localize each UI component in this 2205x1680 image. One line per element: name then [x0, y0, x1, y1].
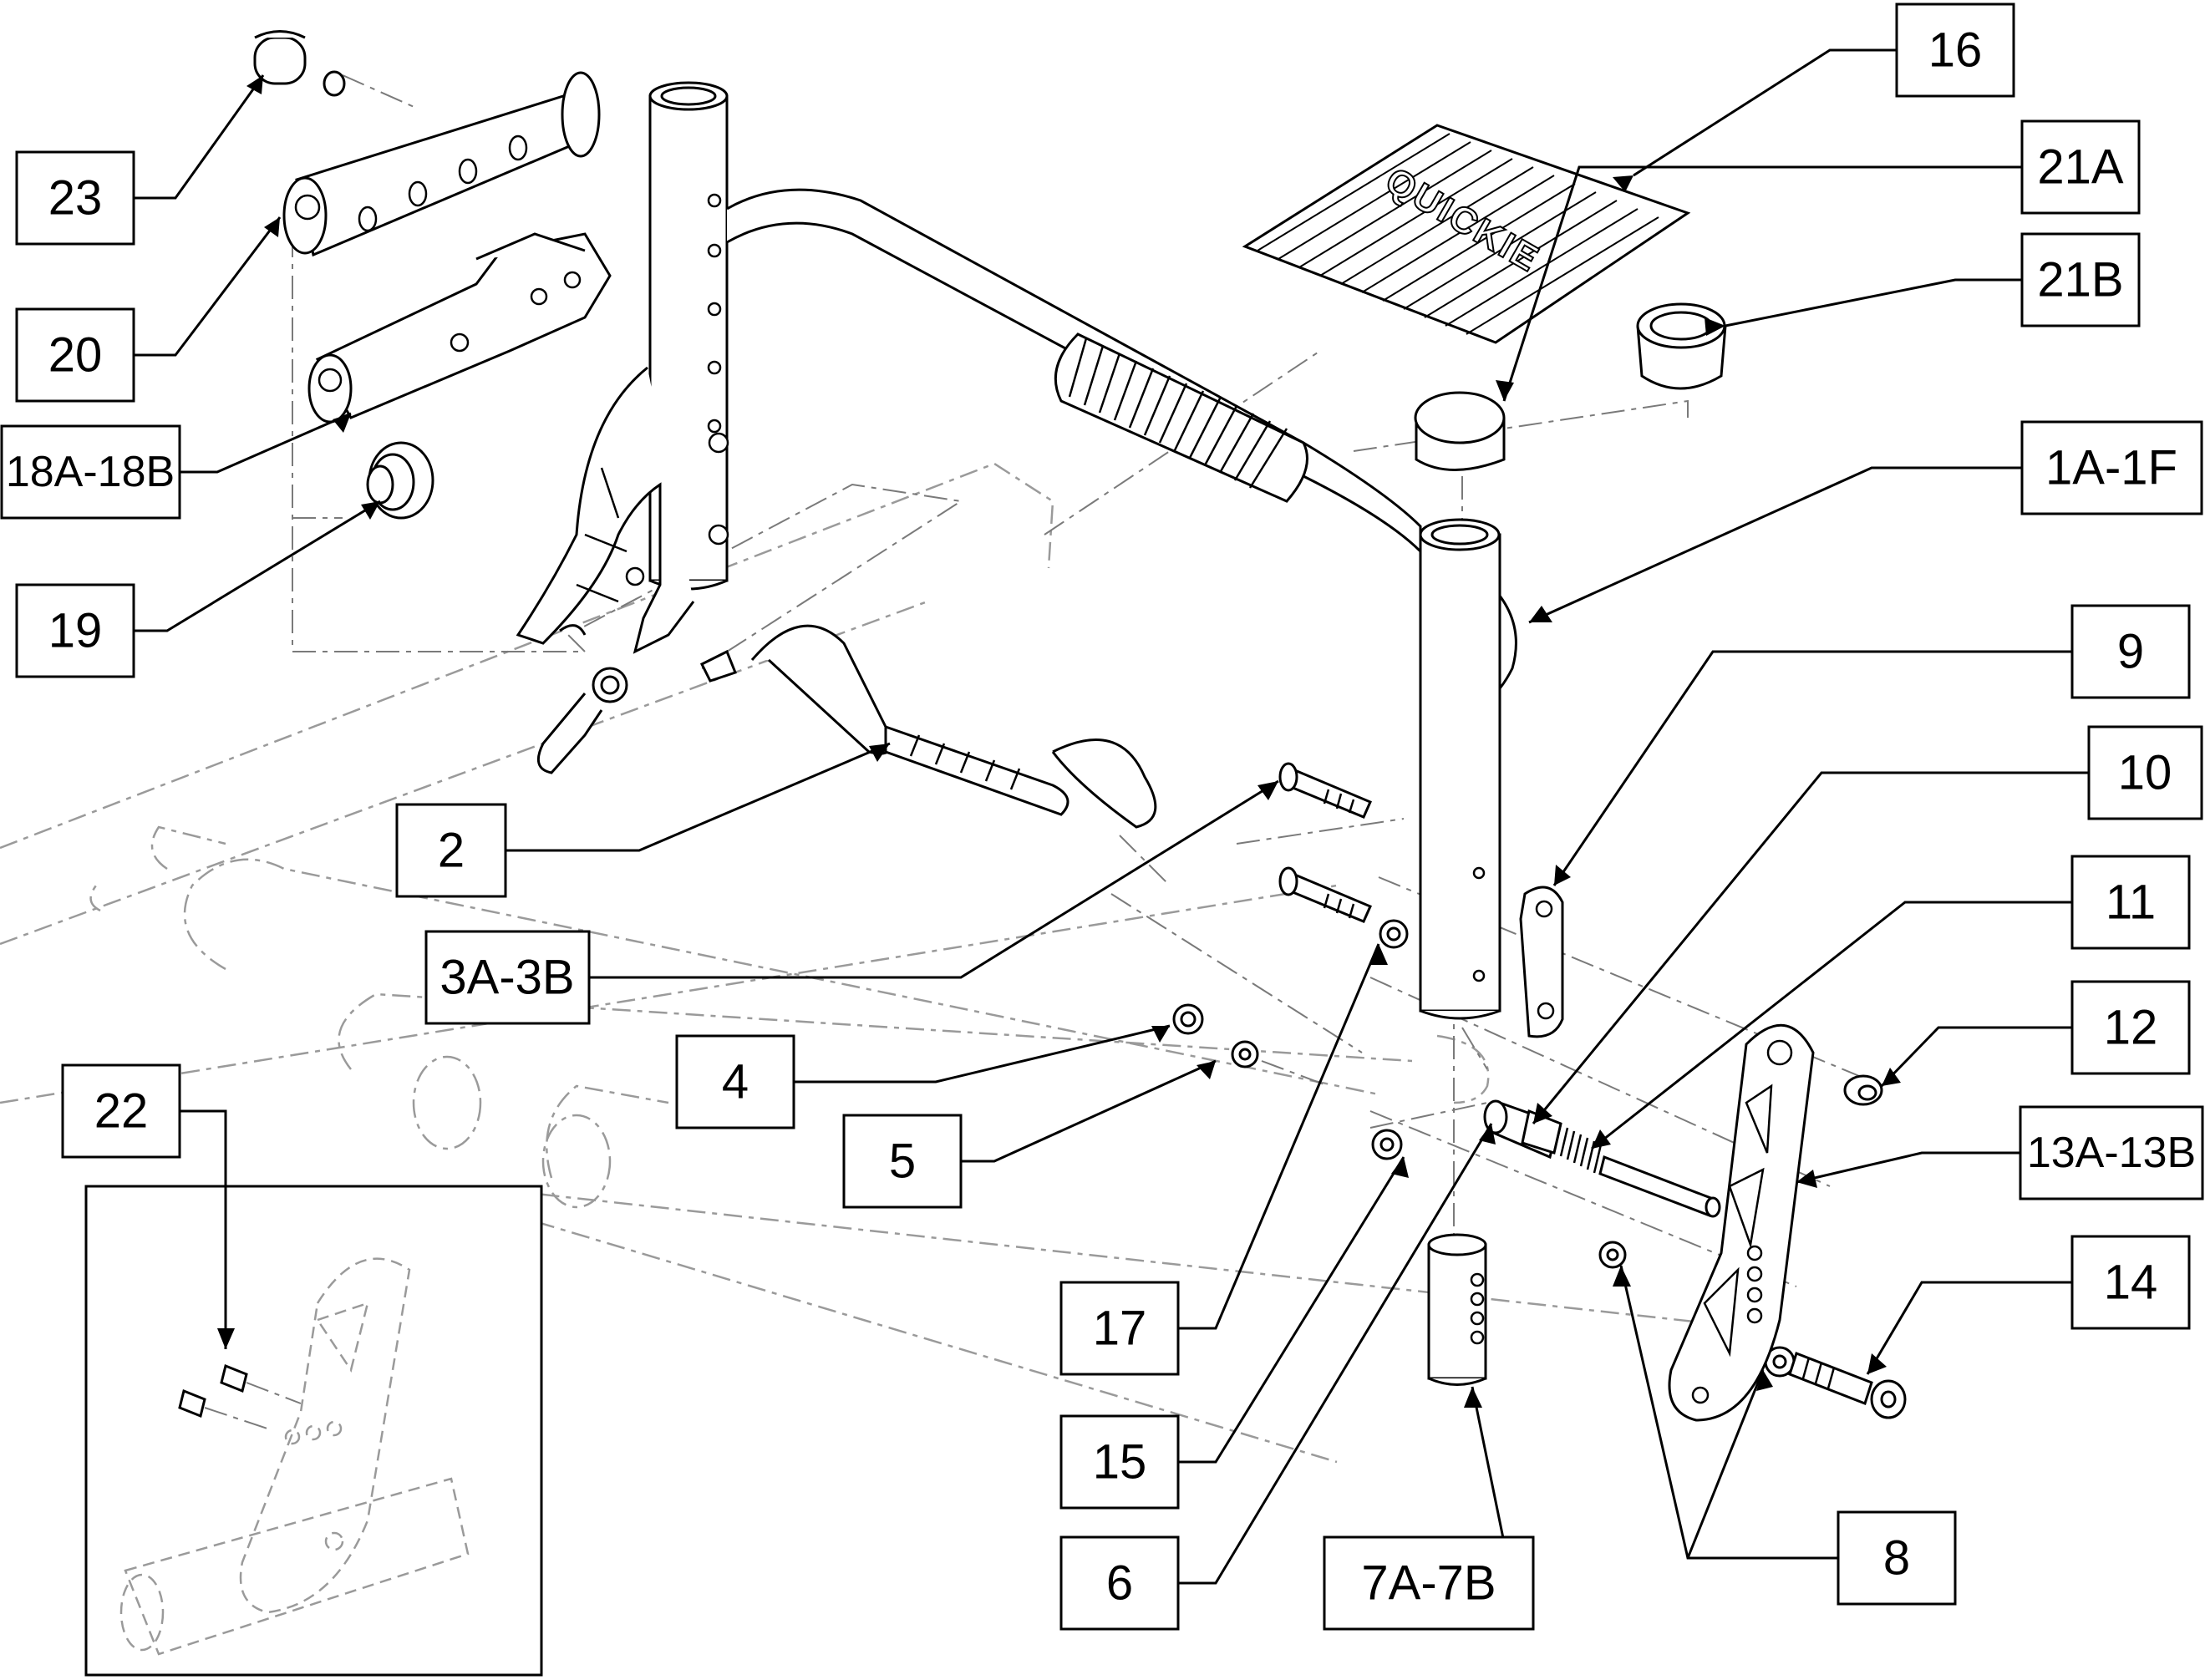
link-plate-9	[1519, 886, 1564, 1038]
bracket-13	[1668, 1023, 1815, 1422]
callout-9: 9	[2070, 604, 2191, 699]
spring-coils	[1552, 1124, 1603, 1174]
callout-17-label: 17	[1093, 1302, 1147, 1356]
callout-10: 10	[2087, 725, 2203, 820]
arrowheads	[217, 75, 1901, 1408]
callout-19: 19	[15, 583, 135, 678]
callout-23: 23	[15, 150, 135, 246]
insert-21b	[1636, 302, 1727, 390]
callout-21b: 21B	[2020, 232, 2141, 327]
callout-1a-1f: 1A-1F	[2020, 420, 2203, 515]
screws-3-17	[1278, 762, 1409, 949]
callout-9-label: 9	[2117, 625, 2144, 679]
sleeve-7	[1427, 1233, 1487, 1386]
grip-ridges	[1068, 338, 1288, 489]
callout-3a-3b: 3A-3B	[424, 930, 591, 1025]
inset-ghost-bracket	[119, 1257, 470, 1656]
callout-4-label: 4	[722, 1055, 749, 1109]
callout-17: 17	[1059, 1281, 1180, 1376]
callout-6-label: 6	[1106, 1556, 1133, 1611]
callout-5: 5	[842, 1114, 963, 1209]
callout-14-label: 14	[2104, 1256, 2158, 1310]
callout-4: 4	[675, 1034, 795, 1129]
bolt-14	[1788, 1352, 1907, 1419]
hex-nut-left	[536, 667, 628, 774]
inset-22	[84, 1185, 543, 1677]
pin-23	[253, 30, 346, 97]
callout-23-label: 23	[48, 171, 103, 226]
callout-15: 15	[1059, 1414, 1180, 1510]
callout-22: 22	[61, 1063, 181, 1159]
left-hanger-bracket	[516, 366, 695, 654]
callout-19-label: 19	[48, 604, 103, 658]
callout-8-label: 8	[1883, 1531, 1910, 1586]
callout-12-label: 12	[2104, 1001, 2158, 1055]
callout-3a-3b-label: 3A-3B	[439, 951, 574, 1005]
callout-13a-13b-label: 13A-13B	[2027, 1129, 2196, 1177]
adapter-18	[307, 232, 612, 424]
callout-20: 20	[15, 307, 135, 403]
callout-12: 12	[2070, 980, 2191, 1075]
leader-lines	[134, 48, 2089, 1585]
callout-18a-18b-label: 18A-18B	[6, 448, 175, 496]
sleeve-20	[282, 71, 601, 257]
callout-18a-18b: 18A-18B	[0, 424, 181, 520]
callout-1a-1f-label: 1A-1F	[2045, 441, 2177, 495]
bushing-19	[366, 441, 434, 520]
callout-7a-7b: 7A-7B	[1323, 1535, 1535, 1631]
callout-6: 6	[1059, 1535, 1180, 1631]
callout-21a: 21A	[2020, 119, 2141, 215]
callout-11: 11	[2070, 855, 2191, 950]
callout-14: 14	[2070, 1235, 2191, 1330]
callout-21a-label: 21A	[2037, 140, 2124, 195]
callout-8: 8	[1837, 1510, 1957, 1606]
callout-13a-13b: 13A-13B	[2019, 1105, 2204, 1200]
callout-10-label: 10	[2118, 746, 2172, 800]
callout-22-label: 22	[94, 1084, 149, 1139]
callout-20-label: 20	[48, 328, 103, 383]
right-footrest-tube	[1419, 518, 1501, 1020]
callout-15-label: 15	[1093, 1435, 1147, 1490]
callout-5-label: 5	[889, 1134, 916, 1189]
footplate-tread: QUICKIE	[1242, 124, 1691, 344]
heel-strap-2	[699, 624, 1157, 829]
callout-7a-7b-label: 7A-7B	[1361, 1556, 1496, 1611]
nut-4-washer-5	[1172, 1003, 1259, 1068]
plunger-spring-pin	[1483, 1099, 1721, 1218]
callout-16-label: 16	[1928, 23, 1983, 78]
callout-21b-label: 21B	[2037, 253, 2123, 307]
cap-12	[1843, 1074, 1883, 1106]
callout-2-label: 2	[438, 824, 465, 878]
callout-11-label: 11	[2106, 876, 2156, 930]
callout-16: 16	[1895, 3, 2015, 98]
callout-2: 2	[395, 803, 507, 898]
end-cap-21a	[1414, 391, 1506, 471]
